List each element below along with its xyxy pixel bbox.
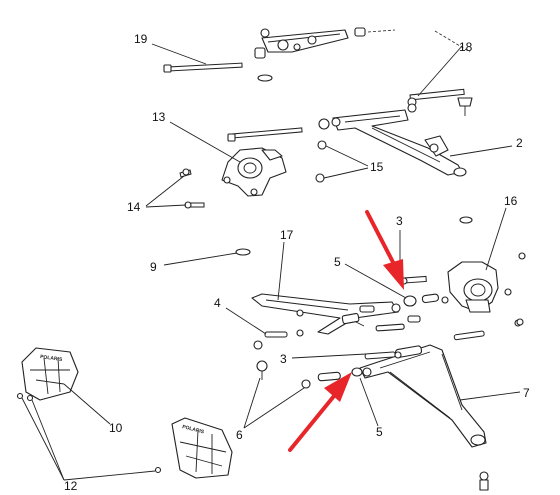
a-arm-17: [251, 293, 421, 337]
callout-6: 6: [236, 428, 243, 442]
skid-plate-10: POLARIS: [21, 347, 79, 401]
callout-19: 19: [134, 32, 148, 46]
bolt-3-upper: [400, 216, 473, 285]
bolt-3-lower: [364, 318, 524, 360]
lower-a-arm-7: [359, 344, 487, 448]
callout-16: 16: [504, 194, 518, 208]
callout-5-upper: 5: [334, 255, 341, 269]
upper-a-arm-top: [261, 27, 396, 53]
callout-5-lower: 5: [376, 425, 383, 439]
leader-lines: [21, 43, 521, 481]
skid-plate-lower: POLARIS: [171, 417, 233, 479]
spindle-13: [221, 147, 287, 197]
red-arrow-lower: [288, 372, 352, 452]
ring-9: [235, 248, 251, 256]
spindle-16: [447, 252, 526, 327]
callout-3-lower: 3: [280, 352, 287, 366]
callout-12: 12: [64, 479, 78, 493]
upper-arm-bolt: [227, 127, 303, 142]
nuts-15: [315, 140, 327, 183]
callout-15: 15: [370, 160, 384, 174]
upper-a-arm: [318, 103, 467, 177]
bolt-4: [253, 331, 288, 350]
callout-7: 7: [523, 386, 530, 400]
parts-6: [256, 360, 311, 389]
callout-13: 13: [152, 110, 166, 124]
screws-12: [16, 392, 489, 491]
upper-plate-brand: POLARIS: [40, 354, 64, 363]
callout-9: 9: [150, 260, 157, 274]
bolt-19: [163, 62, 243, 73]
bushing-5-lower: [317, 367, 363, 382]
red-arrow-upper: [365, 210, 404, 290]
callout-18: 18: [459, 40, 473, 54]
bolts-14: [179, 168, 205, 209]
bushing-5-upper: [403, 293, 449, 307]
callout-2: 2: [516, 136, 523, 150]
lower-plate-brand: POLARIS: [182, 424, 206, 435]
callout-numbers: 19 18 13 2 15 14 16 3 17 9 5 4 3 7 10 6 …: [64, 32, 530, 493]
callout-17: 17: [280, 228, 294, 242]
top-bushings: [254, 28, 301, 82]
callout-3-upper: 3: [396, 214, 403, 228]
callout-14: 14: [127, 200, 141, 214]
bolt-18: [407, 30, 473, 116]
callout-10: 10: [109, 421, 123, 435]
callout-4: 4: [214, 296, 221, 310]
